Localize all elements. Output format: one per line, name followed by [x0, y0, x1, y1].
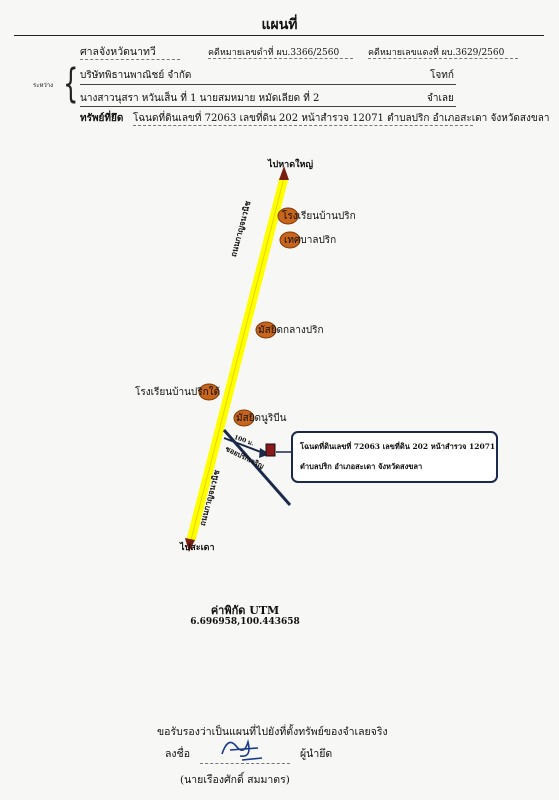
callout-line-2: ตำบลปริก อำเภอสะเดา จังหวัดสงขลา: [300, 462, 423, 471]
party-brace: {: [63, 61, 79, 107]
black-case-number: คดีหมายเลขดำที่ ผบ.3366/2560: [208, 48, 340, 58]
signer-role: ผู้นำยึด: [300, 748, 333, 760]
north-destination: ไปหาดใหญ่: [268, 160, 314, 170]
plaintiff-name: บริษัทพิธานพาณิชย์ จำกัด: [80, 70, 192, 81]
signature-image: [221, 738, 263, 761]
property-detail: โฉนดที่ดินเลขที่ 72063 เลขที่ดิน 202 หน้…: [133, 113, 550, 124]
plaintiff-role: โจทก์: [430, 70, 454, 81]
landmark-marker-central-mosque: [255, 321, 277, 339]
defendant-role: จำเลย: [427, 93, 454, 104]
landmark-marker-south-school: [198, 383, 220, 401]
side-road-arrow: [223, 437, 267, 455]
landmark-south-school: โรงเรียนบ้านปริกใต้: [135, 387, 221, 398]
sign-prefix: ลงชื่อ: [165, 748, 190, 760]
land-plot-marker: [265, 443, 276, 457]
landmark-school: โรงเรียนบ้านปริก: [282, 211, 356, 222]
landmark-marker-mosque: [233, 409, 255, 427]
plaintiff-underline: [80, 84, 456, 85]
callout-line-1: โฉนดที่ดินเลขที่ 72063 เลขที่ดิน 202 หน้…: [300, 442, 496, 451]
callout-box: [291, 431, 498, 483]
court-underline: [80, 59, 180, 60]
main-road-center: [190, 177, 285, 541]
landmark-central-mosque: มัสยิดกลางปริก: [258, 325, 324, 336]
landmark-mosque: มัสยิดนูริบีน: [236, 413, 287, 424]
red-case-number: คดีหมายเลขแดงที่ ผบ.3629/2560: [368, 48, 505, 58]
defendant-names: นางสาวนุสรา หวันเส็น ที่ 1 นายสมหมาย หมั…: [80, 93, 320, 104]
south-destination: ไปสะเดา: [180, 543, 215, 553]
landmark-marker-school: [277, 207, 299, 225]
certification-statement: ขอรับรองว่าเป็นแผนที่ไปยังที่ตั้งทรัพย์ข…: [157, 726, 388, 738]
utm-label: ค่าพิกัด UTM: [210, 604, 280, 617]
black-case-underline: [208, 58, 353, 59]
between-label: ระหว่าง: [33, 82, 54, 89]
utm-value: 6.696958,100.443658: [190, 617, 300, 627]
defendant-underline: [80, 106, 456, 107]
red-case-underline: [368, 58, 518, 59]
property-underline: [133, 125, 473, 126]
south-arrow-icon: [185, 538, 195, 552]
header-rule: [14, 35, 544, 36]
court-name: ศาลจังหวัดนาทวี: [80, 46, 156, 58]
north-arrow-icon: [279, 166, 289, 180]
side-road-arrow-icon: [259, 448, 270, 458]
signer-name: (นายเรืองศักดิ์ สมมาตร): [180, 774, 290, 786]
landmark-marker-municipality: [279, 231, 301, 249]
signature-line: [200, 763, 290, 764]
property-label: ทรัพย์ที่ยึด: [80, 113, 124, 124]
document-title: แผนที่: [261, 17, 298, 33]
landmark-municipality: เทศบาลปริก: [284, 235, 337, 246]
